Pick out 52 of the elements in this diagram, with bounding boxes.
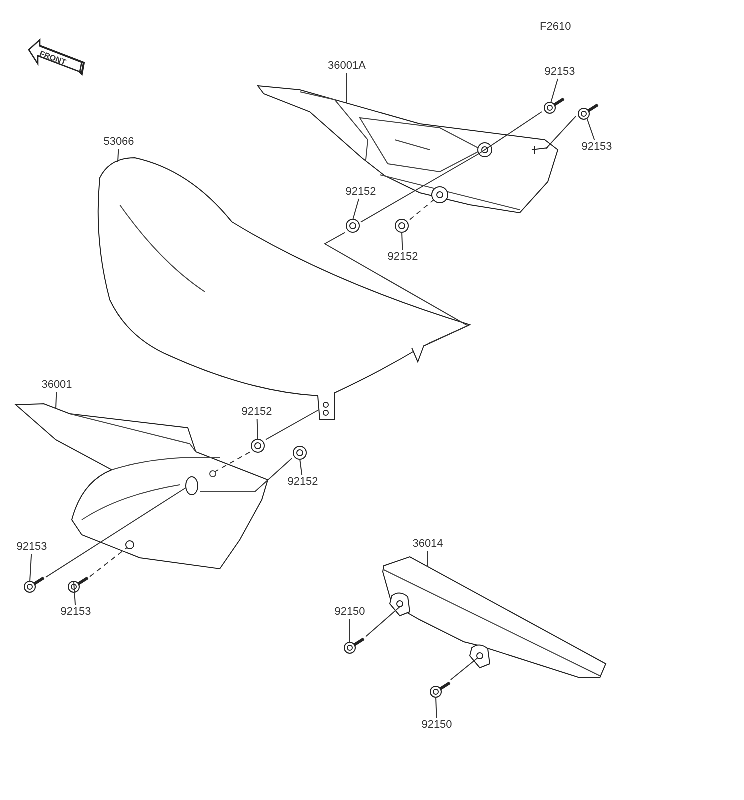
bolt-drawing	[342, 636, 366, 654]
leader-line	[352, 198, 360, 220]
assembly-line	[46, 488, 186, 578]
figure-code: F2610	[540, 20, 572, 34]
part-number: 92150	[331, 605, 369, 619]
assembly-line	[324, 232, 470, 344]
seat-drawing	[95, 155, 473, 423]
assembly-line	[214, 452, 250, 472]
leader-line	[56, 392, 58, 410]
part-number: 36001A	[325, 59, 369, 73]
direction-label: FRONT	[38, 49, 68, 68]
chain-guard-drawing	[380, 556, 608, 679]
collar-drawing	[345, 218, 361, 234]
leader-line	[30, 554, 32, 582]
collar-drawing	[394, 218, 410, 234]
assembly-line	[366, 606, 400, 638]
assembly-line	[90, 548, 128, 578]
collar-drawing	[250, 438, 266, 454]
leader-line	[550, 78, 558, 104]
bolt-drawing	[542, 96, 566, 114]
leader-line	[586, 118, 596, 140]
part-number: 53066	[99, 135, 139, 149]
part-number: 92153	[57, 605, 95, 619]
part-number: 36001	[37, 378, 77, 392]
part-number: 92150	[418, 718, 456, 732]
assembly-line	[478, 112, 542, 154]
bolt-drawing	[66, 575, 90, 593]
bolt-drawing	[428, 680, 452, 698]
bolt-drawing	[576, 102, 600, 120]
assembly-line	[546, 116, 576, 150]
leader-line	[402, 232, 404, 250]
leader-line	[346, 72, 348, 104]
part-number: 92152	[384, 250, 422, 264]
part-number: 36014	[409, 537, 447, 551]
leader-line	[118, 148, 120, 162]
rear-side-cover-drawing	[258, 84, 560, 216]
bolt-drawing	[22, 575, 46, 593]
leader-line	[74, 582, 76, 606]
assembly-line	[410, 200, 434, 220]
part-number: 92152	[238, 405, 276, 419]
part-number: 92153	[13, 540, 51, 554]
part-number: 92153	[541, 65, 579, 79]
leader-line	[256, 418, 258, 440]
assembly-line	[254, 458, 292, 492]
assembly-line	[266, 410, 320, 440]
leader-line	[300, 458, 303, 476]
part-number: 92153	[578, 140, 616, 154]
leader-line	[436, 696, 438, 718]
assembly-line	[360, 154, 480, 223]
part-number: 92152	[342, 185, 380, 199]
collar-drawing	[292, 445, 308, 461]
part-number: 92152	[284, 475, 322, 489]
